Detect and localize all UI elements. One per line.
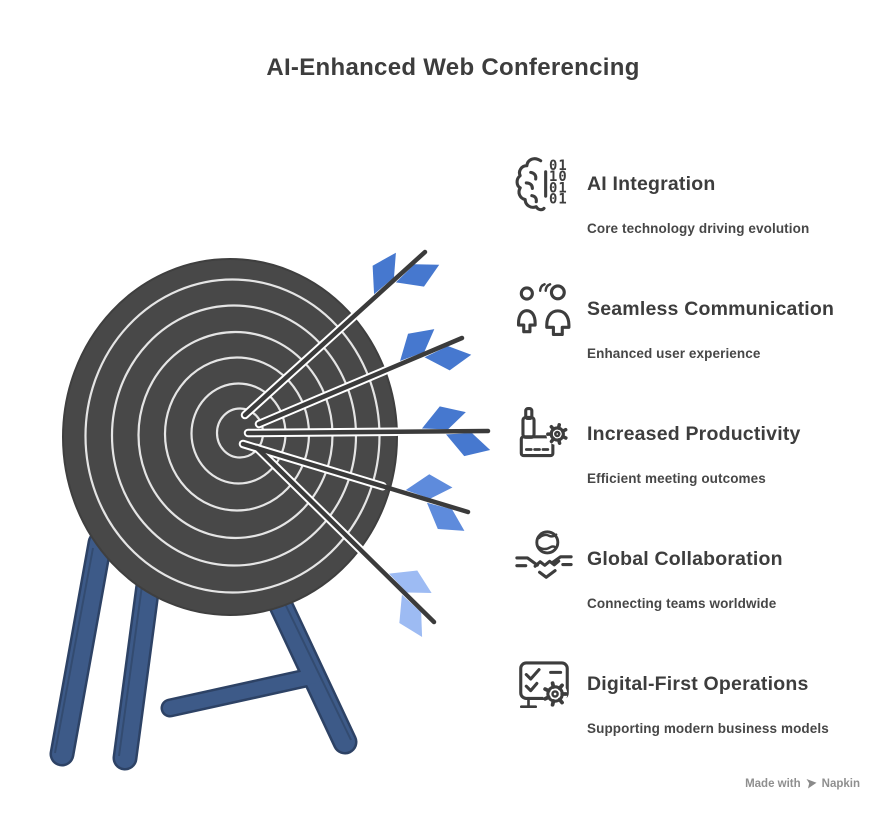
binary-row: 10 [549, 169, 568, 185]
feature-heading: Digital-First Operations [587, 672, 809, 695]
arrow-shafts [240, 249, 491, 625]
feature-item-digital-first-operations: Digital-First Operations Supporting mode… [513, 653, 870, 736]
binary-row: 01 [549, 180, 568, 196]
globe-handshake-icon [515, 530, 573, 579]
target-arrows-illustration [49, 249, 491, 771]
fletching-3 [421, 406, 491, 457]
binary-row: 01 [549, 158, 568, 174]
feature-description: Enhanced user experience [587, 346, 761, 361]
fletching-4 [405, 474, 465, 531]
feature-heading: AI Integration [587, 172, 716, 195]
feature-item-ai-integration: 01 10 01 01 AI Integration Core technolo… [513, 153, 870, 236]
monitor-checklist-gear-icon [519, 661, 569, 709]
feature-item-seamless-communication: Seamless Communication Enhanced user exp… [513, 278, 870, 361]
fletching-1 [372, 252, 440, 295]
feature-item-increased-productivity: Increased Productivity Efficient meeting… [513, 403, 870, 486]
brain-binary-icon: 01 10 01 01 [515, 157, 568, 212]
made-with-napkin-badge[interactable]: Made with Napkin [745, 777, 860, 790]
page-title: AI-Enhanced Web Conferencing [266, 54, 640, 81]
brand-label: Napkin [821, 777, 860, 790]
feature-description: Core technology driving evolution [587, 221, 810, 236]
feature-heading: Global Collaboration [587, 547, 783, 570]
arrow-fletchings [372, 252, 491, 637]
feature-heading: Increased Productivity [587, 422, 801, 445]
made-with-label: Made with [745, 777, 801, 790]
napkin-logo-icon [806, 779, 817, 789]
feature-item-global-collaboration: Global Collaboration Connecting teams wo… [513, 528, 870, 611]
feature-heading: Seamless Communication [587, 297, 835, 320]
feature-description: Efficient meeting outcomes [587, 471, 766, 486]
feature-description: Connecting teams worldwide [587, 596, 777, 611]
feature-list: 01 10 01 01 AI Integration Core technolo… [513, 0, 870, 815]
feature-description: Supporting modern business models [587, 721, 829, 736]
people-voice-icon [516, 283, 571, 337]
fletching-5 [389, 570, 432, 637]
factory-gear-icon [519, 406, 569, 458]
fletching-2 [400, 329, 472, 371]
binary-row: 01 [549, 191, 568, 207]
target-board [62, 258, 398, 616]
